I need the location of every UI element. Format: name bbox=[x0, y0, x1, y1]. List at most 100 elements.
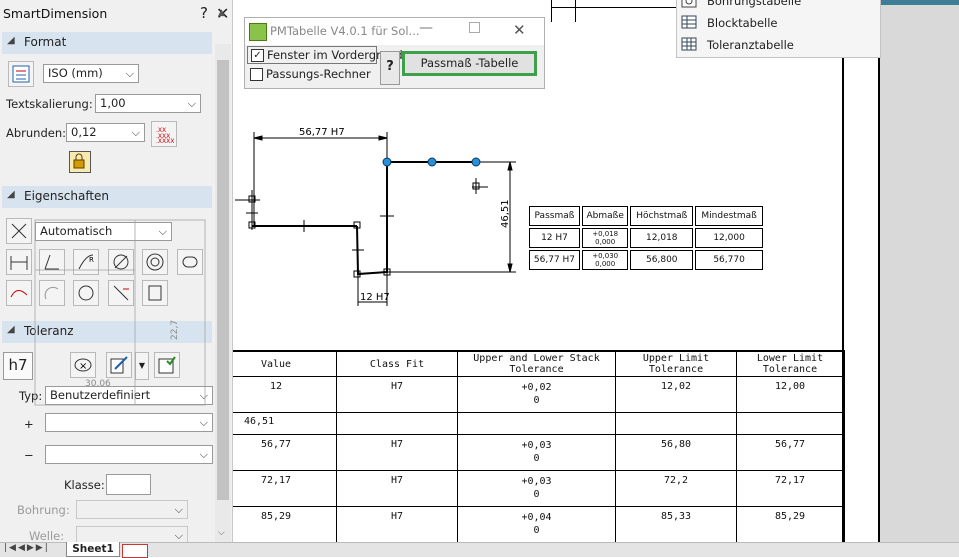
cell-value: 12 bbox=[214, 376, 337, 413]
dim-right-label[interactable]: 46,51 bbox=[500, 199, 511, 228]
outside-area bbox=[879, 0, 959, 542]
rounding-options-button[interactable]: .XX.XXX.XXXX bbox=[151, 121, 177, 147]
cell-fit: H7 bbox=[336, 470, 458, 507]
slot-dim-button[interactable] bbox=[177, 249, 203, 275]
rounding-select[interactable]: 0,12⌵ bbox=[66, 123, 145, 142]
point-dim-button[interactable] bbox=[108, 280, 134, 306]
foreground-checkbox[interactable]: ✓ bbox=[251, 49, 264, 62]
sheet-nav-icons[interactable]: |◀◀▶▶| bbox=[4, 543, 50, 553]
cell-fit: H7 bbox=[336, 434, 458, 471]
section-format[interactable]: ◢ Format bbox=[2, 32, 212, 54]
calculator-label: Passungs-Rechner bbox=[266, 67, 371, 81]
text-scaling-select[interactable]: 1,00⌵ bbox=[95, 94, 201, 113]
collapse-icon: ◢ bbox=[7, 189, 15, 200]
minus-tolerance-input[interactable]: ⌵ bbox=[45, 445, 213, 464]
cell-value: 85,29 bbox=[214, 506, 337, 543]
frame-line bbox=[551, 7, 676, 8]
ghost-dimension-overlay: 30,06 22,7 bbox=[34, 219, 206, 406]
foreground-checkbox-row[interactable]: ✓ Fenster im Vordergrund bbox=[247, 46, 403, 64]
arc-length-button[interactable] bbox=[73, 280, 99, 306]
cell-min: 12,000 bbox=[695, 228, 763, 248]
curve-dim-button[interactable] bbox=[6, 280, 32, 306]
bore-label: Bohrung: bbox=[17, 503, 70, 517]
radius-dim-button[interactable]: R bbox=[73, 249, 99, 275]
cell-fit: 12 H7 bbox=[529, 228, 580, 248]
standard-icon-button[interactable] bbox=[8, 61, 34, 87]
standard-select[interactable]: ISO (mm)⌵ bbox=[43, 64, 139, 83]
scroll-down-icon[interactable]: ⌵ bbox=[218, 528, 225, 538]
class-input[interactable] bbox=[106, 474, 151, 495]
chevron-down-icon: ⌵ bbox=[158, 225, 167, 238]
diameter-dim-button[interactable] bbox=[108, 249, 134, 275]
angular-dim-button[interactable] bbox=[39, 249, 65, 275]
scroll-up-icon[interactable]: ▲ bbox=[218, 8, 225, 18]
chevron-down-icon: ⌵ bbox=[131, 126, 140, 139]
plus-label: + bbox=[24, 417, 34, 431]
sheet-tab[interactable]: Sheet1 bbox=[66, 542, 120, 557]
header-cell: Upper and Lower Stack Tolerance bbox=[457, 350, 616, 377]
tolerance-table-icon bbox=[681, 37, 697, 54]
cell-upper-limit: 85,33 bbox=[615, 506, 737, 543]
dim-bottom-label[interactable]: 12 H7 bbox=[360, 292, 390, 303]
chevron-down-icon[interactable]: ▼ bbox=[135, 352, 149, 380]
plus-tolerance-input[interactable]: ⌵ bbox=[45, 413, 213, 432]
sheet-border-right bbox=[842, 0, 844, 542]
cell-min: 56,770 bbox=[695, 250, 763, 270]
cell-max: 56,800 bbox=[630, 250, 694, 270]
close-icon[interactable]: ✕ bbox=[216, 4, 230, 23]
tolerance-type-select[interactable]: Benutzerdefiniert⌵ bbox=[45, 386, 213, 405]
chain-dim-button[interactable] bbox=[142, 280, 168, 306]
smartdimension-panel: SmartDimension ? ✕ ◢ Format ISO (mm)⌵ Te… bbox=[0, 0, 233, 542]
passmass-table-button[interactable]: Passmaß -Tabelle bbox=[402, 51, 537, 76]
arc-dim-button[interactable] bbox=[39, 280, 65, 306]
close-icon[interactable]: ✕ bbox=[513, 21, 526, 39]
header-cell: Upper Limit Tolerance bbox=[615, 350, 737, 377]
bore-select[interactable]: ⌵ bbox=[76, 500, 188, 519]
minimize-icon[interactable]: — bbox=[419, 20, 433, 36]
chevron-down-icon: ⌵ bbox=[199, 416, 208, 429]
linear-dim-button[interactable] bbox=[6, 249, 32, 275]
dialog-titlebar bbox=[245, 18, 544, 45]
shaft-select[interactable]: ⌵ bbox=[76, 526, 188, 542]
maximize-icon[interactable] bbox=[469, 22, 480, 33]
cell-fit: H7 bbox=[336, 506, 458, 543]
cell-lower-limit: 12,00 bbox=[736, 376, 845, 413]
h7-button[interactable]: h7 bbox=[3, 352, 33, 380]
accent-strip bbox=[880, 0, 959, 5]
dimension-mode-icon[interactable] bbox=[6, 218, 32, 244]
section-label: Format bbox=[24, 35, 67, 49]
chevron-down-icon: ⌵ bbox=[187, 97, 196, 110]
header-cell: Höchstmaß bbox=[630, 206, 694, 226]
cell-value: 72,17 bbox=[214, 470, 337, 507]
apply-tolerance-button[interactable] bbox=[154, 352, 180, 378]
lock-icon[interactable] bbox=[69, 151, 91, 173]
menu-item-block-table[interactable]: Blocktabelle bbox=[707, 16, 778, 30]
help-icon[interactable]: ? bbox=[200, 4, 208, 22]
dim-top-label[interactable]: 56,77 H7 bbox=[299, 127, 345, 138]
frame-line bbox=[551, 0, 552, 22]
dialog-title: PMTabelle V4.0.1 für Sol... bbox=[270, 24, 420, 38]
section-properties[interactable]: ◢ Eigenschaften bbox=[2, 186, 212, 208]
clear-tolerance-button[interactable]: × bbox=[70, 352, 96, 378]
menu-item-tolerance-table[interactable]: Toleranztabelle bbox=[707, 38, 794, 52]
menu-item-hole-table[interactable]: Bohrungstabelle bbox=[707, 0, 802, 8]
cell-lower-limit bbox=[736, 412, 845, 435]
concentric-dim-button[interactable] bbox=[142, 249, 168, 275]
dimension-mode-select[interactable]: Automatisch⌵ bbox=[35, 222, 172, 241]
header-cell: Lower Limit Tolerance bbox=[736, 350, 845, 377]
scrollbar-thumb[interactable] bbox=[217, 60, 229, 500]
section-tolerance[interactable]: ◢ Toleranz bbox=[2, 321, 212, 343]
help-button[interactable]: ? bbox=[380, 51, 400, 85]
calculator-checkbox[interactable] bbox=[250, 68, 263, 81]
header-cell: Class Fit bbox=[336, 350, 458, 377]
chevron-down-icon: ⌵ bbox=[174, 503, 183, 516]
cell-stack-tolerance bbox=[457, 412, 616, 435]
svg-text:.XXXX: .XXXX bbox=[156, 138, 174, 144]
chevron-down-icon: ⌵ bbox=[174, 529, 183, 542]
sheet-tab-bar: |◀◀▶▶| Sheet1 bbox=[0, 542, 959, 558]
edit-tolerance-button[interactable] bbox=[106, 352, 132, 378]
